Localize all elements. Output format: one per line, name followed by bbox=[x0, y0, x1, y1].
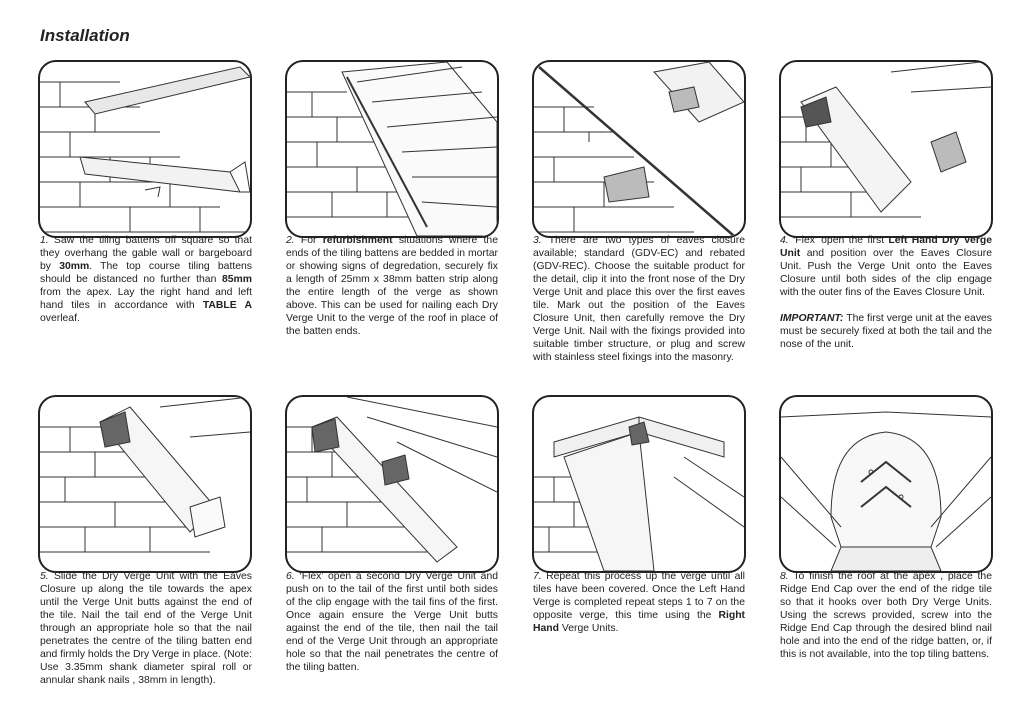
step-5-caption: 5. Slide the Dry Verge Unit with the Eav… bbox=[40, 570, 252, 700]
step-2-caption: 2. For refurbishment situations where th… bbox=[286, 234, 498, 351]
step-2-text: For refurbishment situations where the e… bbox=[286, 235, 498, 337]
step-text-run: There are two types of eaves closure ava… bbox=[533, 235, 745, 363]
step-4-caption: 4. ‘Flex’ open the first Left Hand Dry V… bbox=[780, 234, 992, 364]
step-text-run: Repeat this process up the verge until a… bbox=[533, 571, 745, 621]
step-7-text: Repeat this process up the verge until a… bbox=[533, 571, 745, 634]
step-1-caption: 1. Saw the tiling battens off square so … bbox=[40, 234, 252, 338]
step-text-bold: TABLE A bbox=[203, 300, 252, 311]
step-text-run: and position over the Eaves Closure Unit… bbox=[780, 248, 992, 298]
step-6-caption: 6. ‘Flex’ open a second Dry Verge Unit a… bbox=[286, 570, 498, 687]
step-text-run: situations where the ends of the tiling … bbox=[286, 235, 498, 337]
step-number: 1. bbox=[40, 235, 49, 246]
step-text-run: ‘Flex’ open a second Dry Verge Unit and … bbox=[286, 571, 498, 673]
step-number: 8. bbox=[780, 571, 789, 582]
step-7-caption: 7. Repeat this process up the verge unti… bbox=[533, 570, 745, 648]
step-8-caption: 8. To finish the roof at the apex , plac… bbox=[780, 570, 992, 674]
step-text-bold: refurbishment bbox=[323, 235, 393, 246]
step-6-text: ‘Flex’ open a second Dry Verge Unit and … bbox=[286, 571, 498, 673]
step-text-bold: 85mm bbox=[222, 274, 252, 285]
step-number: 7. bbox=[533, 571, 542, 582]
illustration-step-7 bbox=[532, 395, 746, 573]
step-number: 3. bbox=[533, 235, 542, 246]
illustration-step-3 bbox=[532, 60, 746, 238]
step-4-text: ‘Flex’ open the first Left Hand Dry Verg… bbox=[780, 235, 992, 298]
step-number: 6. bbox=[286, 571, 295, 582]
step-text-run: Slide the Dry Verge Unit with the Eaves … bbox=[40, 571, 252, 686]
illustration-step-4 bbox=[779, 60, 993, 238]
step-text-run: For bbox=[295, 235, 323, 246]
illustration-step-5 bbox=[38, 395, 252, 573]
illustration-step-8 bbox=[779, 395, 993, 573]
step-text-run: To finish the roof at the apex , place t… bbox=[780, 571, 992, 660]
step-text-run: overleaf. bbox=[40, 313, 80, 324]
step-number: 2. bbox=[286, 235, 295, 246]
step-text-run: ‘Flex’ open the first bbox=[789, 235, 889, 246]
step-8-text: To finish the roof at the apex , place t… bbox=[780, 571, 992, 660]
step-text-run: Verge Units. bbox=[559, 623, 619, 634]
page-title: Installation bbox=[40, 26, 130, 46]
important-label: IMPORTANT: bbox=[780, 313, 844, 324]
step-3-caption: 3. There are two types of eaves closure … bbox=[533, 234, 745, 377]
step-1-text: Saw the tiling battens off square so tha… bbox=[40, 235, 252, 324]
illustration-step-2 bbox=[285, 60, 499, 238]
illustration-step-1 bbox=[38, 60, 252, 238]
step-text-bold: 30mm bbox=[59, 261, 89, 272]
step-number: 5. bbox=[40, 571, 49, 582]
step-number: 4. bbox=[780, 235, 789, 246]
illustration-step-6 bbox=[285, 395, 499, 573]
step-3-text: There are two types of eaves closure ava… bbox=[533, 235, 745, 363]
step-5-text: Slide the Dry Verge Unit with the Eaves … bbox=[40, 571, 252, 686]
